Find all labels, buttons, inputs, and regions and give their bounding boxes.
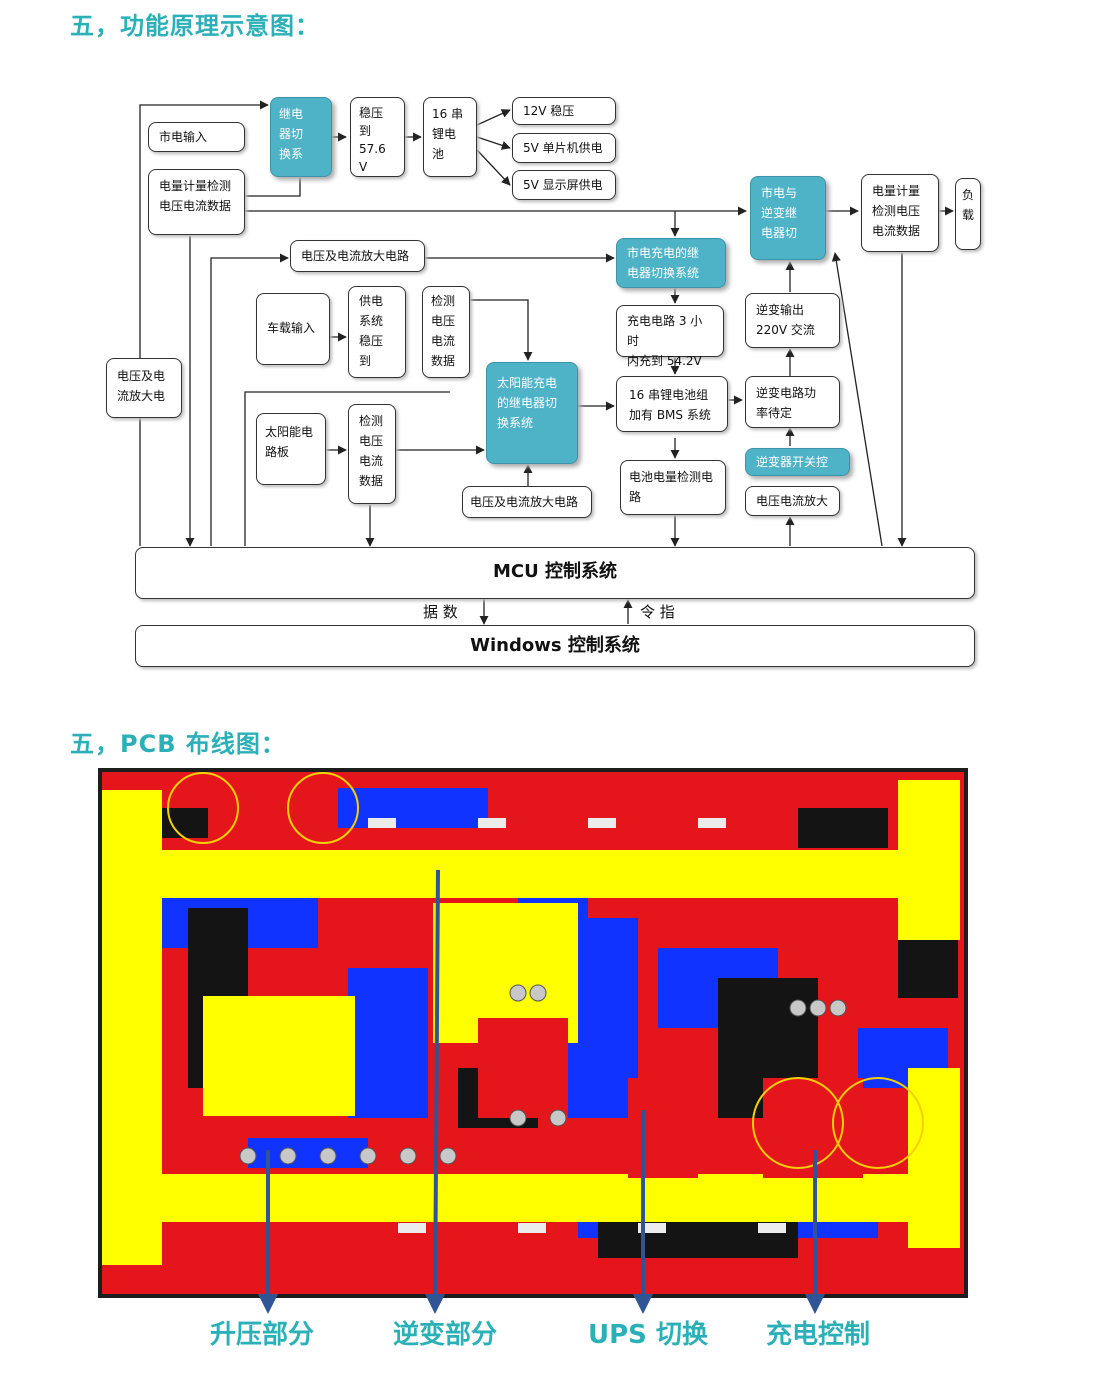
out-5v-display-block: 5V 显示屏供电 bbox=[512, 170, 616, 200]
meter-left-block: 电量计量检测 电压电流数据 bbox=[148, 169, 245, 235]
load-block: 负 载 bbox=[955, 178, 981, 250]
detect-upper-block: 检测 电压 电流 数据 bbox=[422, 286, 470, 378]
pcb-heading: 五，PCB 布线图： bbox=[70, 730, 286, 758]
pcb-artwork bbox=[102, 772, 964, 1294]
amp-top-block: 电压及电流放大电路 bbox=[290, 240, 425, 272]
mcu-block: MCU 控制系统 bbox=[135, 547, 975, 599]
supply-regulate-block: 供电 系统 稳压 到 bbox=[348, 286, 406, 378]
relay-switch-block: 继电 器切 换系 bbox=[270, 97, 332, 177]
pcb-layout-image bbox=[98, 768, 968, 1298]
mains-charge-relay-block: 市电充电的继 电器切换系统 bbox=[616, 238, 726, 288]
pcb-label-inverter: 逆变部分 bbox=[393, 1320, 498, 1350]
vi-amp-block: 电压电流放大 bbox=[745, 486, 840, 516]
mains-input-block: 市电输入 bbox=[148, 122, 245, 152]
mains-inverter-relay-block: 市电与 逆变继 电器切 bbox=[750, 176, 826, 260]
out-5v-mcu-block: 5V 单片机供电 bbox=[512, 133, 616, 163]
command-label: 令 指 bbox=[640, 603, 675, 621]
inverter-output-block: 逆变输出 220V 交流 bbox=[745, 293, 840, 348]
windows-block: Windows 控制系统 bbox=[135, 625, 975, 667]
regulate-block: 稳压 到 57.6 V bbox=[350, 97, 405, 177]
diagram-connectors bbox=[139, 100, 954, 625]
data-label: 据 数 bbox=[423, 603, 458, 621]
out-12v-block: 12V 稳压 bbox=[512, 97, 616, 125]
battery-bms-block: 16 串锂电池组 加有 BMS 系统 bbox=[616, 376, 728, 432]
principle-heading: 五，功能原理示意图： bbox=[70, 12, 320, 40]
pcb-label-ups: UPS 切换 bbox=[588, 1320, 708, 1350]
solar-relay-block: 太阳能充电 的继电器切 换系统 bbox=[486, 362, 578, 464]
charge-3h-block: 充电电路 3 小时 内充到 54.2V bbox=[616, 305, 724, 368]
inverter-switch-block: 逆变器开关控 bbox=[745, 448, 850, 476]
inverter-standby-block: 逆变电路功 率待定 bbox=[745, 376, 840, 428]
battery16-block: 16 串 锂电 池 bbox=[423, 97, 477, 177]
detect-lower-block: 检测 电压 电流 数据 bbox=[348, 404, 396, 504]
solar-panel-block: 太阳能电 路板 bbox=[256, 413, 326, 485]
pcb-label-charge: 充电控制 bbox=[766, 1320, 871, 1350]
pcb-label-boost: 升压部分 bbox=[210, 1320, 315, 1350]
amp-bottom-block: 电压及电流放大电路 bbox=[462, 486, 592, 518]
battery-detect-block: 电池电量检测电 路 bbox=[620, 460, 726, 515]
amp-left-block: 电压及电 流放大电 bbox=[106, 358, 182, 418]
meter-right-block: 电量计量 检测电压 电流数据 bbox=[861, 174, 939, 252]
vehicle-input-block: 车载输入 bbox=[256, 293, 330, 365]
